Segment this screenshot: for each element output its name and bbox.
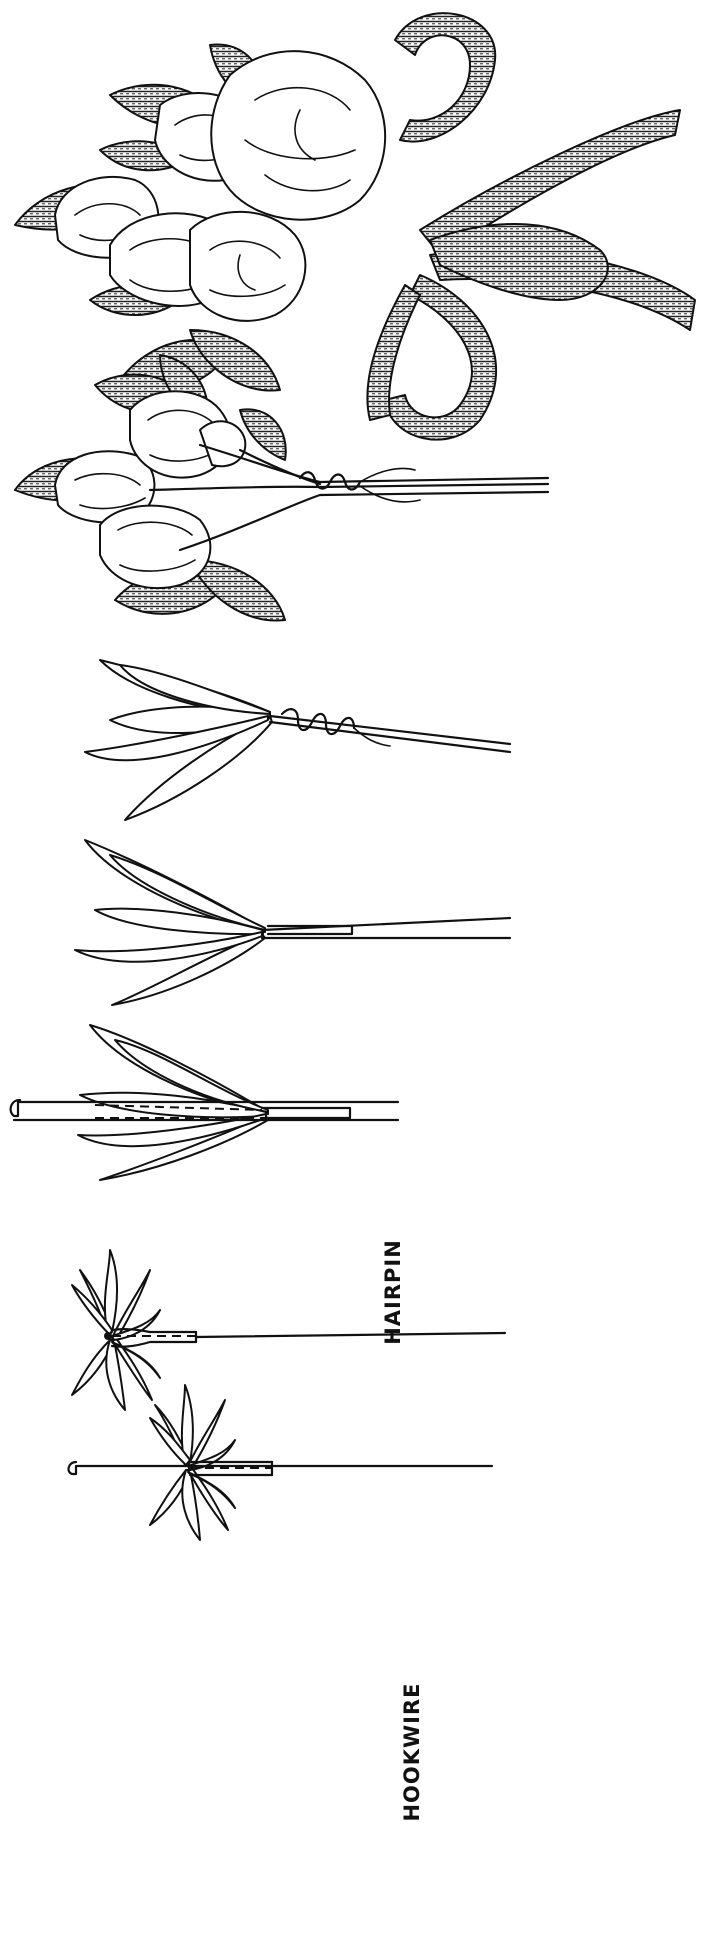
flower-with-twisted-wire <box>85 660 510 820</box>
corsage-roses <box>55 51 385 321</box>
carnation-hookwire-stemmed <box>72 1250 505 1410</box>
hookwire-label: HOOKWIRE <box>400 1682 424 1822</box>
ribbon-bow <box>367 13 695 439</box>
flower-hairpin-wired <box>75 840 510 1005</box>
hairpin-label: HAIRPIN <box>381 1237 405 1347</box>
carnation-hookwire-inserted <box>69 1385 492 1540</box>
flower-hairpin-inserted <box>11 1025 398 1180</box>
